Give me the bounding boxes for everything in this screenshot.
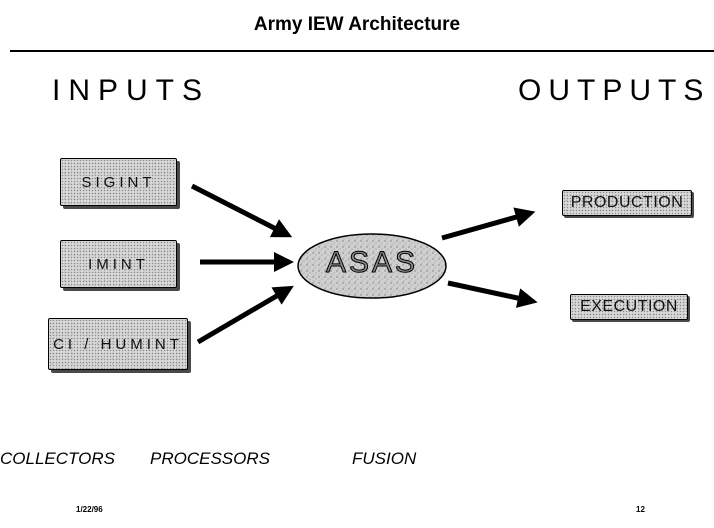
input-box-sigint: SIGINT bbox=[60, 158, 177, 206]
arrow-asas-to-execution bbox=[447, 280, 538, 308]
input-box-ci-humint: CI / HUMINT bbox=[48, 318, 188, 370]
footer-page-number: 12 bbox=[636, 505, 645, 514]
output-box-production: PRODUCTION bbox=[562, 190, 692, 216]
output-box-execution: EXECUTION bbox=[570, 294, 688, 320]
input-box-imint: IMINT bbox=[60, 240, 177, 288]
inputs-heading: INPUTS bbox=[52, 74, 211, 107]
title-rule bbox=[10, 50, 714, 52]
outputs-heading: OUTPUTS bbox=[518, 74, 711, 107]
slide-title: Army IEW Architecture bbox=[253, 14, 461, 35]
arrow-humint-to-asas bbox=[196, 285, 294, 345]
stage-collectors: COLLECTORS bbox=[0, 449, 115, 468]
arrow-sigint-to-asas bbox=[190, 183, 293, 238]
asas-ellipse bbox=[297, 233, 447, 299]
arrow-asas-to-production bbox=[441, 207, 536, 241]
asas-label: ASAS bbox=[325, 246, 419, 280]
footer-date: 1/22/96 bbox=[76, 505, 103, 514]
stage-fusion: FUSION bbox=[352, 449, 417, 468]
stage-processors: PROCESSORS bbox=[150, 449, 270, 468]
